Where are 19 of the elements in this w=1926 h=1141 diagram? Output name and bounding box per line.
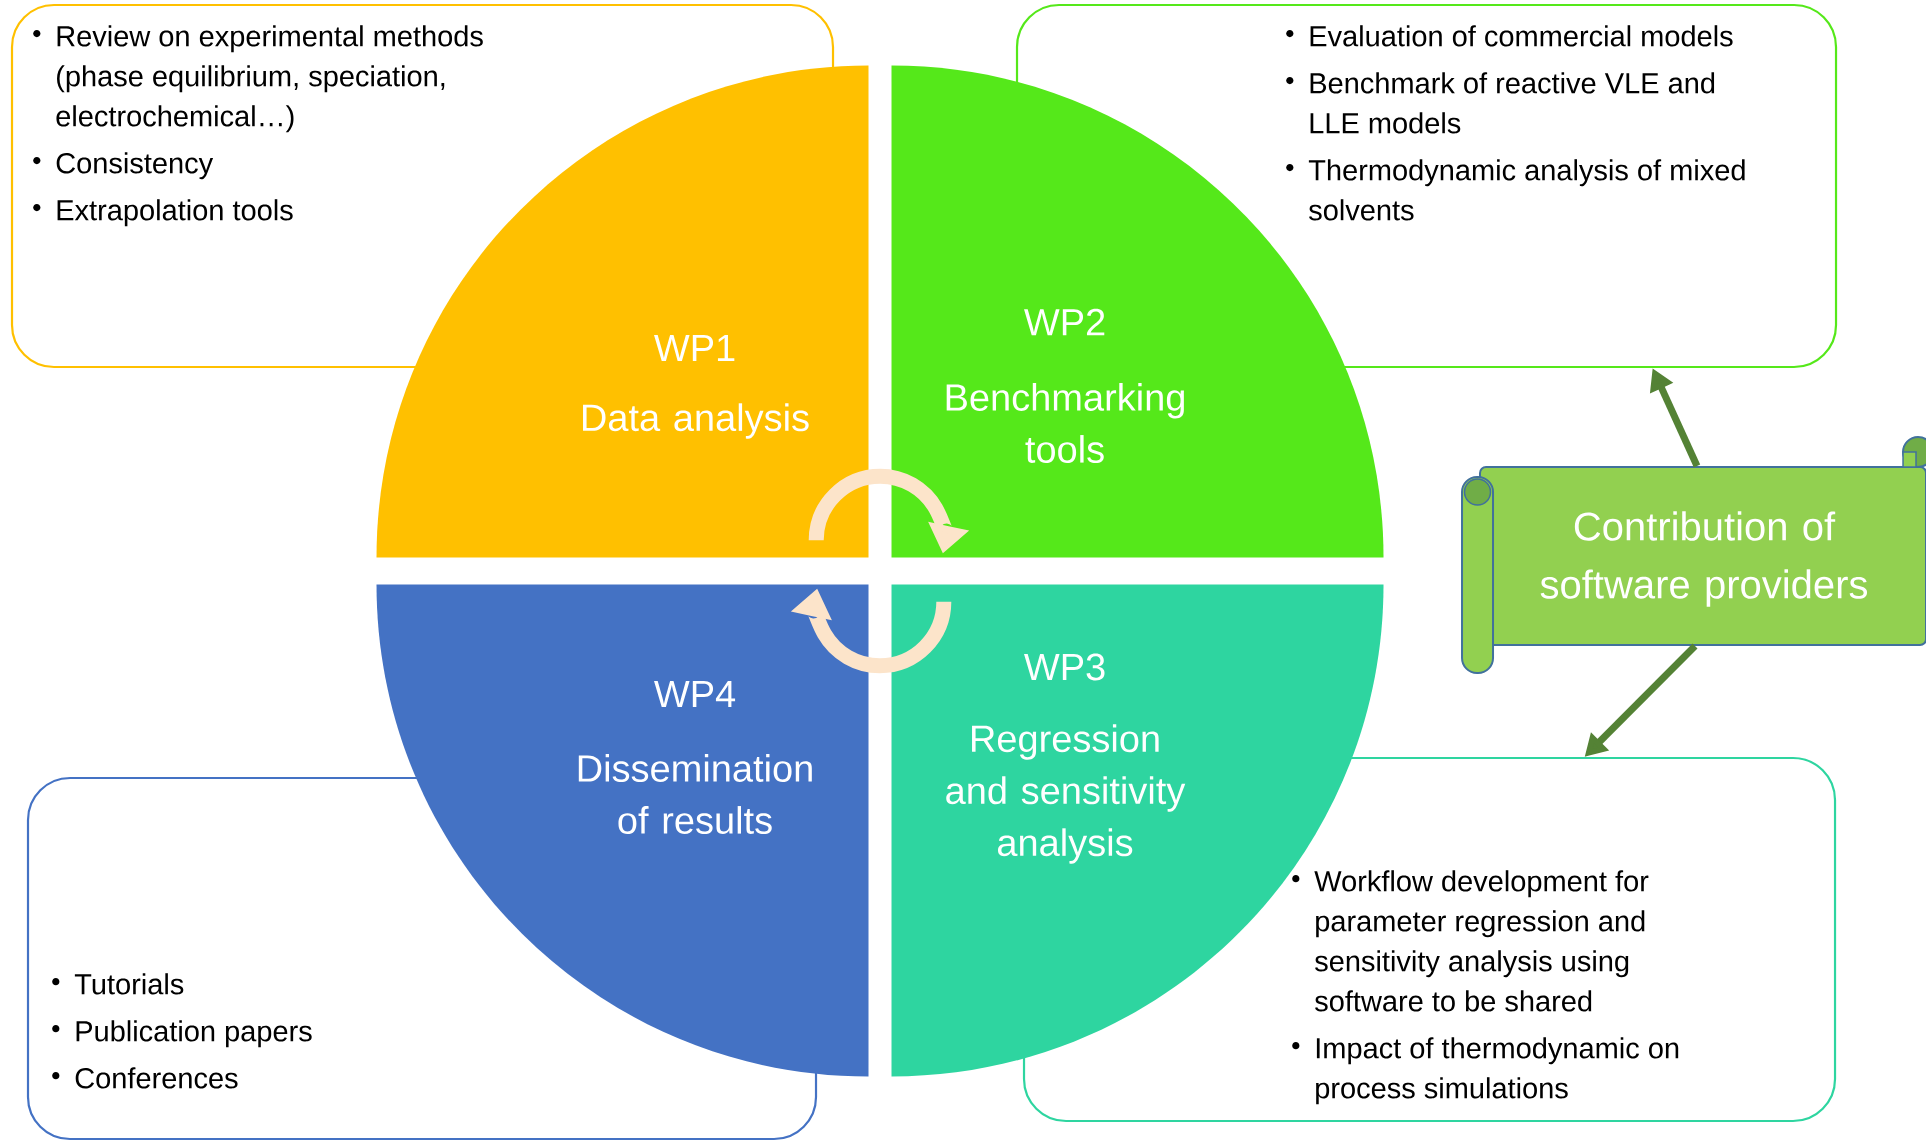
quadrant-title: WP2	[1024, 308, 1105, 336]
bullet-item: Tutorials	[52, 973, 184, 995]
quadrant-title: WP1	[654, 334, 735, 362]
bullet-item: Review on experimental methods (phase equilibrium, speciation, electrochemical…)	[33, 25, 483, 133]
bullet-item: Workflow development for parameter regression and sensitivity analysis using software to be shared	[1292, 870, 1649, 1012]
bullet-item: Consistency	[33, 152, 214, 180]
quadrant-title: WP4	[654, 680, 736, 708]
quadrant-label: Regression and sensitivity analysis	[946, 724, 1186, 864]
bullet-item: Evaluation of commercial models	[1286, 25, 1733, 47]
bullet-item: Impact of thermodynamic on process simulations	[1292, 1037, 1679, 1105]
bullet-item: Benchmark of reactive VLE and LLE models	[1286, 72, 1715, 134]
bullet-item: Conferences	[52, 1067, 238, 1089]
quadrant-label: Dissemination of results	[578, 754, 812, 834]
bullet-item: Thermodynamic analysis of mixed solvents	[1286, 159, 1745, 221]
quadrant-label: Benchmarking tools	[946, 383, 1184, 463]
quadrant-title: WP3	[1024, 653, 1105, 681]
bullet-item: Extrapolation tools	[33, 199, 293, 227]
bullet-item: Publication papers	[52, 1020, 312, 1048]
quadrant-label: Data analysis	[583, 403, 809, 439]
